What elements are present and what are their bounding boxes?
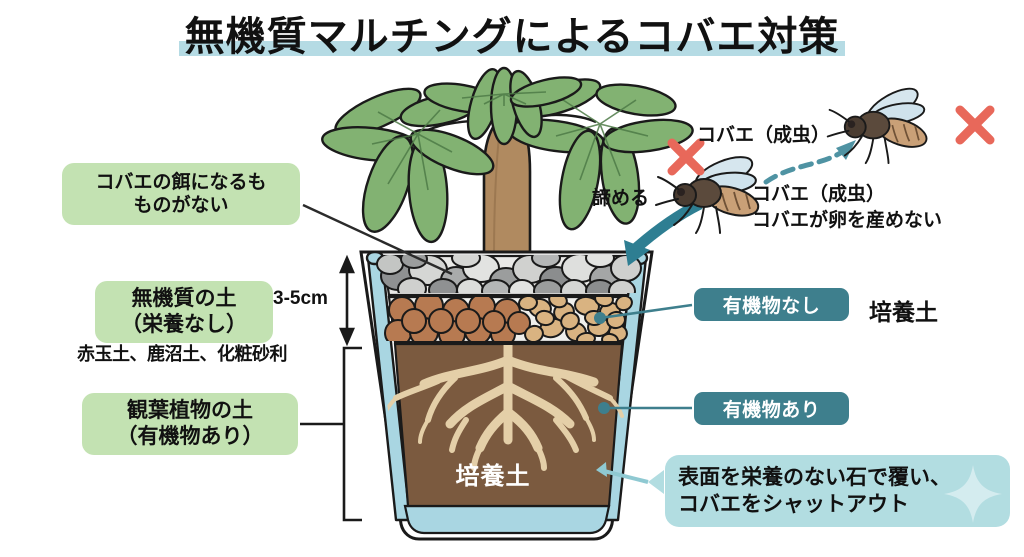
fly-illustration-left	[655, 156, 760, 234]
title-text: 無機質マルチングによるコバエ対策	[184, 15, 840, 59]
page-title: 無機質マルチングによるコバエ対策	[0, 14, 1024, 60]
soil-range-bracket	[300, 346, 362, 522]
callout-line2: コバエをシャットアウト	[678, 493, 909, 516]
label-adult-fly-second: コバエ（成虫）	[752, 184, 886, 205]
label-houseplant-line1: 観葉植物の土	[127, 399, 253, 423]
label-box-houseplant-soil: 観葉植物の土 （有機物あり）	[82, 393, 298, 455]
inorganic-granule-layer	[384, 295, 633, 345]
label-give-up: 諦める	[592, 188, 650, 209]
pill-connector-lines	[594, 303, 693, 414]
red-x-icon-right	[955, 105, 995, 145]
potting-soil-layer	[382, 342, 624, 508]
label-potting-soil-right: 培養土	[869, 299, 938, 325]
label-pot-soil: 培養土	[455, 463, 531, 490]
pachira-plant-illustration	[321, 66, 694, 260]
label-box-no-fly-food: コバエの餌になるも ものがない	[62, 163, 300, 225]
leader-line-food	[302, 203, 453, 276]
callout-shut-out-flies: 表面を栄養のない石で覆い、 コバエをシャットアウト	[665, 455, 1010, 527]
badge-no-organic-matter: 有機物なし	[694, 288, 849, 321]
callout-pointer	[596, 462, 664, 494]
curved-arrow-down	[624, 199, 703, 266]
label-inorganic-line2: （栄養なし）	[121, 313, 247, 336]
callout-line1: 表面を栄養のない石で覆い、	[678, 465, 951, 489]
label-soil-types: 赤玉土、鹿沼土、化粧砂利	[77, 344, 288, 364]
label-no-fly-food-line1: コバエの餌になるも	[95, 171, 267, 193]
label-box-inorganic-soil: 無機質の土 （栄養なし）	[95, 281, 273, 343]
fly-illustration-right	[826, 87, 928, 165]
label-inorganic-line1: 無機質の土	[131, 287, 237, 311]
label-cannot-lay-eggs: コバエが卵を産めない	[752, 209, 943, 231]
label-adult-fly-top: コバエ（成虫）	[697, 125, 831, 146]
label-fly-cannot-lay-eggs: コバエ（成虫） コバエが卵を産めない	[752, 182, 942, 233]
label-houseplant-line2: （有機物あり）	[116, 425, 264, 448]
badge-has-organic-matter: 有機物あり	[694, 392, 849, 425]
depth-measure-arrow	[339, 254, 355, 347]
label-no-fly-food-line2: ものがない	[133, 195, 229, 216]
dashed-curved-arrow	[763, 140, 856, 185]
label-depth-measure: 3-5cm	[273, 288, 328, 309]
title-highlight: 無機質マルチングによるコバエ対策	[178, 14, 846, 60]
red-x-icon-left	[667, 138, 705, 176]
